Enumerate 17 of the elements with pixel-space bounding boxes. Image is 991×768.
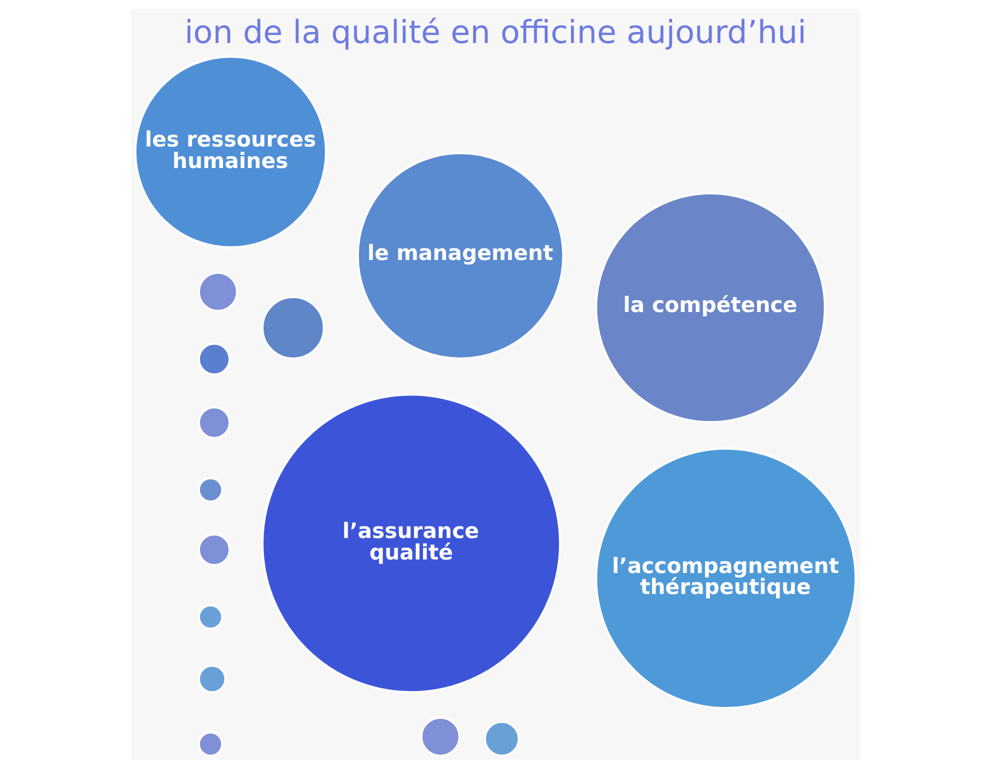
diagram-title: ion de la qualité en officine aujourd’hui <box>184 14 807 50</box>
node-circle <box>198 342 231 375</box>
node-circle: les ressources humaines <box>134 55 328 248</box>
node-circle: la compétence <box>595 192 826 423</box>
node-circle: le management <box>356 152 564 360</box>
node-circle <box>198 604 224 630</box>
node-circle <box>198 406 231 439</box>
node-circle <box>198 476 224 502</box>
node-circle: l’assurance qualité <box>261 393 562 693</box>
node-circle <box>484 720 520 756</box>
node-circle <box>198 271 238 312</box>
node-circle <box>261 296 325 360</box>
node-circle <box>420 716 461 756</box>
node-circle <box>198 532 231 566</box>
node-circle: l’accompagnement thérapeutique <box>595 447 857 709</box>
node-circle <box>198 730 224 756</box>
node-circle <box>198 664 226 693</box>
